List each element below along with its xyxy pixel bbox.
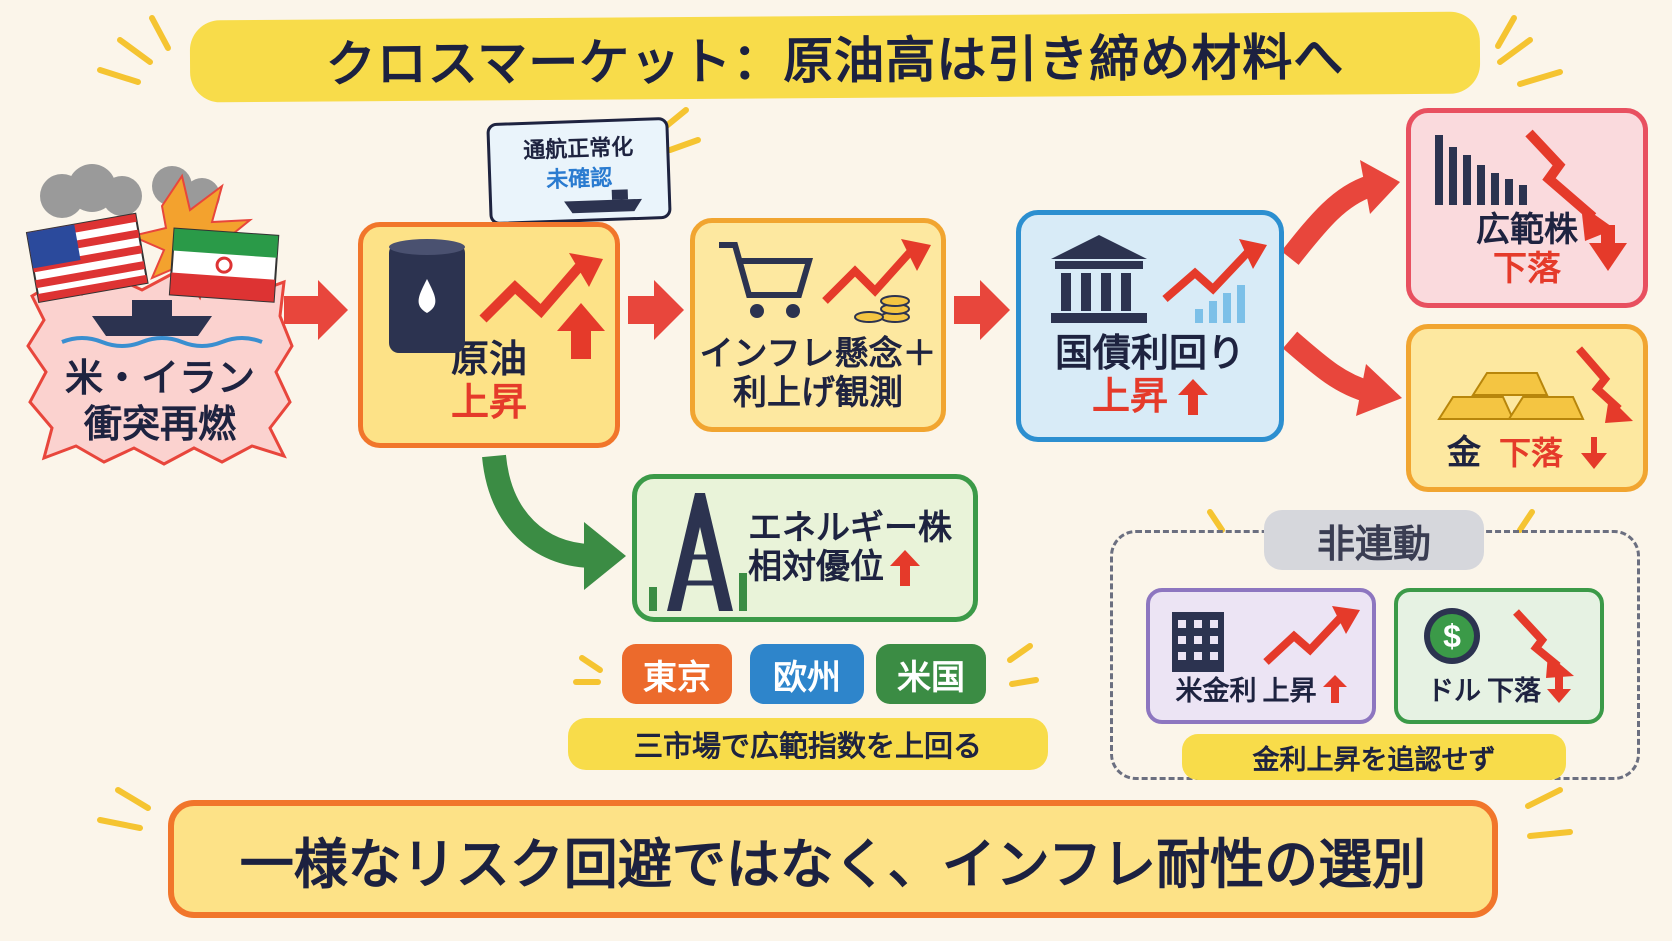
rising-trend-icon	[822, 248, 914, 304]
rising-trend-icon	[479, 263, 583, 323]
dollar-coin-icon: $	[1424, 608, 1574, 678]
down-arrow-icon	[1589, 243, 1627, 271]
dollar-box: $ ドル 下落	[1394, 588, 1604, 724]
up-arrow-icon	[1322, 674, 1347, 703]
arrow-oil-to-energy	[482, 454, 591, 568]
arrow-bond-to-stocks	[1281, 175, 1374, 265]
conflict-burst	[25, 164, 294, 466]
tanker-icon	[564, 189, 643, 214]
us-flag-icon	[25, 212, 149, 304]
falling-trend-icon	[1525, 129, 1597, 221]
decouple-note: 金利上昇を追認せず	[1182, 734, 1566, 780]
falling-trend-icon	[1513, 609, 1561, 670]
us-rate-box: 米金利 上昇	[1146, 588, 1376, 724]
cart-icon	[719, 239, 931, 323]
navigation-callout: 通航正常化 未確認	[486, 116, 672, 226]
stocks-box: 広範株 下落	[1406, 108, 1648, 308]
bond-yield-box: 国債利回り 上昇	[1016, 210, 1284, 442]
ship-icon	[61, 300, 263, 348]
arrow-bond-to-gold	[1282, 331, 1374, 403]
region-europe: 欧州	[750, 644, 864, 704]
up-arrow-icon	[557, 303, 605, 359]
oil-barrel-icon	[389, 239, 605, 359]
bank-building-icon	[1051, 235, 1267, 323]
conclusion-text: 一様なリスク回避ではなく、インフレ耐性の選別	[239, 832, 1427, 896]
region-us: 米国	[876, 644, 986, 704]
inflation-box: インフレ懸念＋ 利上げ観測	[690, 218, 946, 432]
down-arrow-icon	[1547, 674, 1571, 703]
office-building-icon	[1172, 606, 1360, 672]
coins-icon	[854, 295, 910, 323]
rising-trend-icon	[1162, 248, 1252, 303]
oil-box: 原油 上昇	[358, 222, 620, 448]
arrow-conflict-to-oil	[284, 280, 348, 340]
three-markets-note: 三市場で広範指数を上回る	[568, 718, 1048, 770]
decouple-title: 非連動	[1264, 510, 1484, 570]
falling-trend-icon	[1575, 346, 1622, 412]
up-arrow-icon	[890, 549, 920, 586]
region-tokyo: 東京	[622, 644, 732, 704]
conclusion-banner: 一様なリスク回避ではなく、インフレ耐性の選別	[168, 800, 1498, 918]
arrow-inflation-to-bond	[954, 280, 1010, 340]
iran-flag-icon	[168, 227, 280, 303]
svg-text:$: $	[1443, 618, 1461, 654]
gold-box: 金 下落	[1406, 324, 1648, 492]
down-arrow-icon	[1581, 437, 1607, 470]
oil-derrick-icon	[649, 493, 747, 611]
conflict-label: 米・イラン 衝突再燃	[64, 356, 255, 446]
arrow-oil-to-inflation	[628, 280, 684, 340]
falling-bars-icon	[1435, 129, 1627, 271]
gold-bars-icon	[1437, 346, 1633, 423]
rising-trend-icon	[1263, 613, 1345, 665]
energy-stocks-box: エネルギー株 相対優位	[632, 474, 978, 622]
up-arrow-icon	[1178, 379, 1208, 416]
